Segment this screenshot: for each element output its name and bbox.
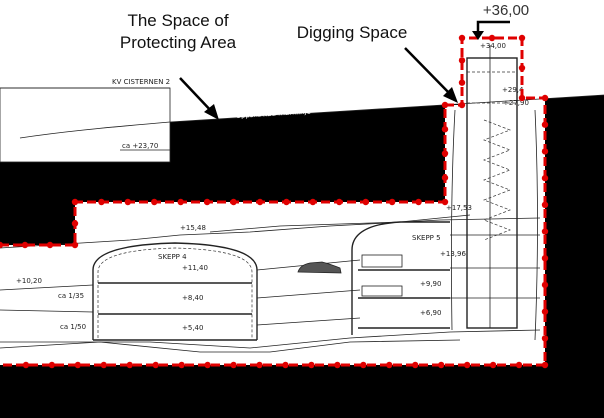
protecting-area-arrow bbox=[179, 77, 215, 115]
boundary-dot bbox=[515, 361, 523, 369]
boundary-dot bbox=[441, 198, 449, 206]
skepp4-top-level: +15,48 bbox=[180, 224, 206, 232]
boundary-dot bbox=[458, 57, 466, 64]
boundary-dot bbox=[386, 361, 393, 369]
skepp5-level-2: +9,90 bbox=[420, 280, 441, 288]
boundary-dot bbox=[489, 361, 497, 369]
boundary-dot bbox=[230, 198, 237, 206]
boundary-dot bbox=[71, 220, 79, 227]
boundary-dot bbox=[541, 308, 549, 315]
boundary-markers bbox=[0, 34, 549, 369]
skepp5-level-3: +6,90 bbox=[420, 309, 441, 317]
level-29-4: +29,4 bbox=[502, 86, 524, 94]
protecting-area-annotation: The Space of Protecting Area bbox=[88, 10, 268, 54]
boundary-dot bbox=[541, 255, 549, 262]
level-17-53: +17,53 bbox=[446, 204, 472, 212]
boundary-dot bbox=[360, 361, 367, 369]
boundary-dot bbox=[415, 198, 422, 206]
boundary-dot bbox=[309, 198, 317, 206]
boundary-dot bbox=[441, 150, 449, 157]
boundary-dot bbox=[541, 201, 549, 208]
boundary-dot bbox=[308, 361, 315, 369]
boundary-dot bbox=[458, 34, 466, 42]
digging-space-annotation: Digging Space bbox=[296, 23, 408, 42]
boundary-dot bbox=[71, 241, 79, 249]
boundary-dot bbox=[334, 361, 341, 369]
boundary-dot bbox=[362, 198, 369, 206]
property-box bbox=[0, 87, 171, 163]
boundary-dot bbox=[412, 361, 419, 369]
boundary-dot bbox=[48, 361, 56, 369]
ground-level-label: ca +23,70 bbox=[122, 142, 158, 150]
boundary-dot bbox=[541, 335, 549, 342]
boundary-dot bbox=[71, 198, 79, 206]
annotation-line-2: Protecting Area bbox=[119, 33, 237, 52]
boundary-dot bbox=[541, 228, 549, 235]
slope-1: ca 1/35 bbox=[58, 292, 84, 300]
skepp4-name: SKEPP 4 bbox=[158, 253, 187, 261]
protecting-area-boundary bbox=[0, 36, 547, 367]
left-level: +10,20 bbox=[16, 277, 42, 285]
boundary-dot bbox=[178, 361, 185, 369]
boundary-dot bbox=[336, 198, 343, 206]
boundary-dot bbox=[0, 241, 4, 249]
boundary-dot bbox=[74, 361, 82, 369]
boundary-dot bbox=[98, 198, 105, 206]
boundary-dot bbox=[518, 94, 526, 102]
boundary-dot bbox=[124, 198, 132, 206]
digging-space-arrow bbox=[404, 47, 453, 97]
skepp4-level-2: +8,40 bbox=[182, 294, 203, 302]
boundary-dot bbox=[541, 94, 549, 102]
boundary-dot bbox=[256, 361, 263, 369]
boundary-dot bbox=[256, 198, 264, 206]
level-34: +34,00 bbox=[480, 42, 506, 50]
skepp5-level-1: +13,96 bbox=[440, 250, 466, 258]
boundary-dot bbox=[21, 241, 29, 249]
boundary-dot bbox=[463, 361, 471, 369]
boundary-dot bbox=[518, 34, 526, 42]
slope-2: ca 1/50 bbox=[60, 323, 86, 331]
skepp4-level-1: +11,40 bbox=[182, 264, 208, 272]
car-icon bbox=[297, 261, 342, 274]
boundary-dot bbox=[458, 101, 466, 109]
boundary-dot bbox=[151, 198, 158, 206]
boundary-dot bbox=[541, 281, 549, 289]
boundary-dot bbox=[541, 174, 549, 182]
boundary-dot bbox=[437, 361, 445, 369]
boundary-dot bbox=[22, 361, 30, 369]
top-level-annotation: +36,00 bbox=[482, 2, 530, 19]
boundary-dot bbox=[283, 198, 290, 206]
boundary-dot bbox=[488, 34, 496, 42]
boundary-dot bbox=[441, 174, 449, 181]
top-level-arrow bbox=[476, 20, 510, 34]
boundary-dot bbox=[152, 361, 159, 369]
boundary-dot bbox=[230, 361, 237, 369]
boundary-dot bbox=[100, 361, 108, 369]
boundary-dot bbox=[204, 361, 211, 369]
boundary-dot bbox=[441, 101, 449, 109]
boundary-dot bbox=[518, 64, 526, 72]
boundary-dot bbox=[541, 121, 549, 128]
boundary-dot bbox=[441, 126, 449, 133]
property-label: KV CISTERNEN 2 bbox=[112, 78, 170, 86]
boundary-dot bbox=[46, 241, 54, 249]
boundary-dot bbox=[541, 361, 549, 369]
boundary-dot bbox=[177, 198, 184, 206]
level-27-9: +27,90 bbox=[503, 99, 529, 107]
boundary-dot bbox=[458, 79, 466, 86]
annotation-line-1: The Space of bbox=[127, 11, 229, 30]
boundary-dot bbox=[388, 198, 396, 206]
skepp4-level-3: +5,40 bbox=[182, 324, 203, 332]
skepp5-name: SKEPP 5 bbox=[412, 234, 441, 242]
boundary-dot bbox=[203, 198, 211, 206]
boundary-dot bbox=[541, 148, 549, 155]
boundary-dot bbox=[282, 361, 289, 369]
boundary-dot bbox=[126, 361, 133, 369]
